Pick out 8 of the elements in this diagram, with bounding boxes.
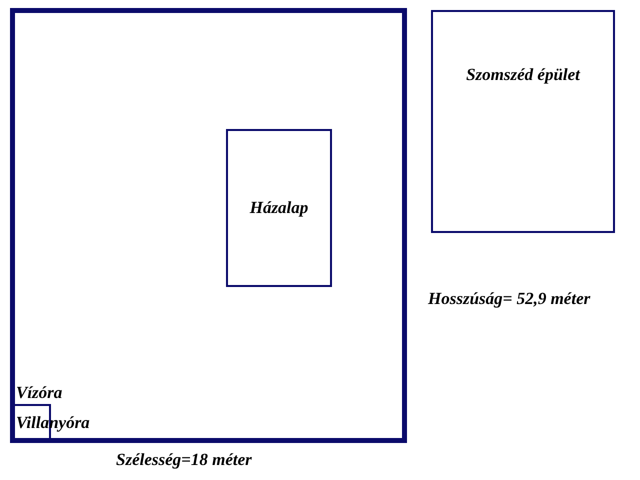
plot-outline: [10, 8, 407, 443]
building-label: Szomszéd épület: [466, 64, 580, 86]
length-label: Hosszúság= 52,9 méter: [428, 288, 590, 310]
width-label: Szélesség=18 méter: [116, 449, 252, 471]
neighbor-building: [431, 10, 615, 233]
building-label: Házalap: [250, 197, 308, 220]
house-footprint: [226, 129, 332, 287]
water-meter-label: Vízóra: [16, 382, 62, 404]
